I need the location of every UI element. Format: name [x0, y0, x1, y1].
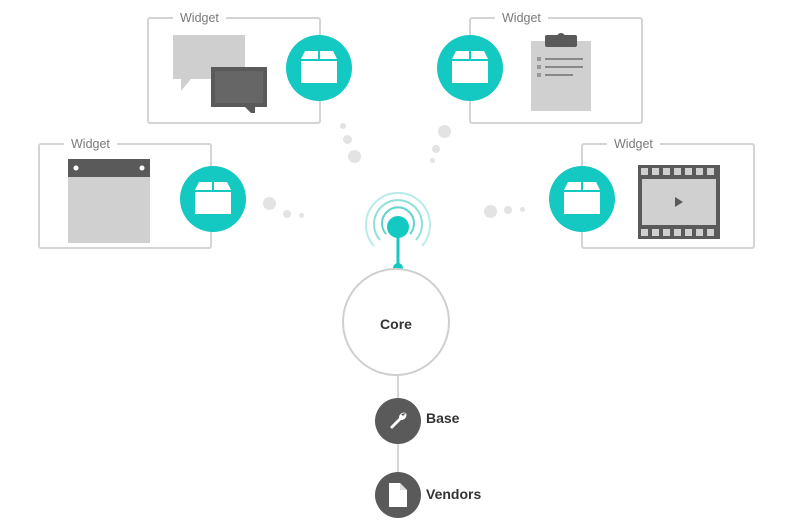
dot [343, 135, 352, 144]
dot [520, 207, 525, 212]
base-node[interactable] [375, 398, 421, 444]
dot [340, 123, 346, 129]
widget-browser[interactable]: Widget [38, 136, 212, 249]
widget-chat[interactable]: Widget [147, 10, 321, 124]
vendors-node[interactable] [375, 472, 421, 518]
film-strip-icon [638, 165, 720, 244]
widget-label: Widget [64, 136, 117, 152]
widget-label: Widget [173, 10, 226, 26]
document-icon [389, 483, 407, 512]
widget-label: Widget [607, 136, 660, 152]
core-node[interactable]: Core [342, 268, 450, 376]
dot [283, 210, 291, 218]
dot [484, 205, 497, 218]
widget-video[interactable]: Widget [581, 136, 755, 249]
dot [432, 145, 440, 153]
chat-bubbles-icon [171, 33, 269, 118]
base-label: Base [426, 410, 460, 426]
clipboard-icon [529, 31, 593, 118]
dot [299, 213, 304, 218]
dot [263, 197, 276, 210]
package-icon-chat [286, 35, 352, 101]
wrench-icon [387, 410, 409, 437]
dot [504, 206, 512, 214]
browser-window-icon [68, 159, 150, 248]
vendors-label: Vendors [426, 486, 482, 502]
package-icon-video [549, 166, 615, 232]
dot [438, 125, 451, 138]
package-icon-clipboard [437, 35, 503, 101]
core-label: Core [380, 316, 412, 332]
dot [430, 158, 435, 163]
package-icon-browser [180, 166, 246, 232]
widget-label: Widget [495, 10, 548, 26]
dot [348, 150, 361, 163]
